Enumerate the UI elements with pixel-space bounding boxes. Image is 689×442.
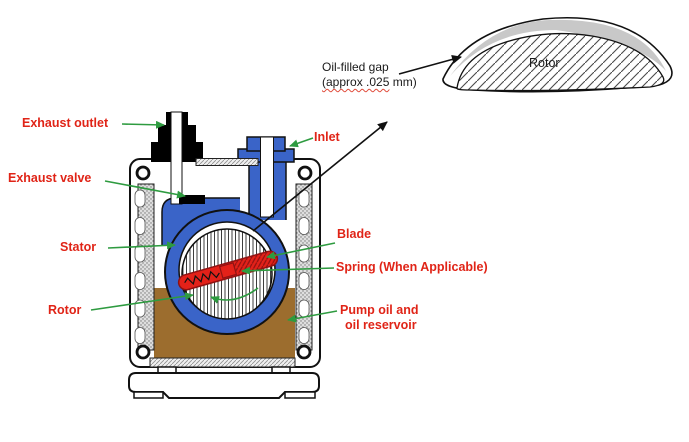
inset-gap-pointer-arrow	[398, 55, 462, 75]
left-foot	[133, 391, 164, 399]
leader-lines	[90, 120, 338, 323]
label-exhaust-outlet: Exhaust outlet	[22, 116, 108, 130]
leader-spring	[241, 266, 335, 275]
leader-exhaust-valve	[104, 180, 186, 199]
top-plate	[195, 158, 259, 166]
label-pump-oil: Pump oil and oil reservoir	[340, 303, 418, 333]
inset-rotor-text: Rotor	[529, 56, 560, 70]
inlet-channel	[260, 136, 274, 218]
oil-gap-line2-underlined: (approx .025	[322, 75, 390, 89]
zoom-callout-arrow	[252, 121, 388, 232]
casing-fins-left	[134, 183, 155, 351]
label-blade: Blade	[337, 227, 371, 241]
rotation-arrow	[210, 287, 259, 304]
label-oil-filled-gap: Oil-filled gap (approx .025 mm)	[322, 60, 417, 90]
label-pump-oil-line2: oil reservoir	[345, 318, 417, 332]
label-rotor: Rotor	[48, 303, 81, 317]
label-exhaust-valve-text: Exhaust valve	[8, 171, 92, 185]
bottom-plate	[149, 357, 296, 368]
oil-gap-line2-rest: mm)	[389, 75, 417, 89]
label-inset-rotor: Rotor	[529, 56, 560, 71]
leader-pump-oil	[287, 310, 338, 323]
label-exhaust-valve: Exhaust valve	[8, 171, 91, 185]
bolt-holes	[135, 165, 313, 360]
inset-rotor-dome	[456, 32, 665, 92]
leader-exhaust-outlet	[121, 120, 165, 129]
label-inlet: Inlet	[314, 130, 340, 144]
label-pump-oil-line1: Pump oil and	[340, 303, 419, 317]
leader-blade	[266, 242, 336, 260]
casing-fins-right	[295, 183, 313, 351]
label-inlet-text: Inlet	[314, 130, 340, 144]
right-foot	[284, 391, 316, 399]
label-exhaust-outlet-text: Exhaust outlet	[22, 116, 109, 130]
label-stator-text: Stator	[60, 240, 97, 254]
leader-inlet	[289, 137, 314, 148]
pump-base	[128, 366, 320, 399]
inlet-port	[237, 136, 295, 218]
label-spring: Spring (When Applicable)	[336, 260, 488, 274]
label-blade-text: Blade	[337, 227, 372, 241]
spring-coil	[184, 270, 220, 286]
leader-rotor	[90, 292, 194, 311]
blade-slot	[218, 262, 238, 279]
label-rotor-text: Rotor	[48, 303, 82, 317]
oil-gap-inset	[398, 16, 673, 93]
label-spring-text: Spring (When Applicable)	[336, 260, 488, 274]
label-stator: Stator	[60, 240, 96, 254]
inset-gray-gap-band	[450, 19, 666, 76]
oil-gap-line1: Oil-filled gap	[322, 60, 389, 74]
exhaust-valve-part	[179, 195, 205, 204]
leader-stator	[107, 241, 176, 250]
exhaust-channel	[170, 111, 183, 205]
